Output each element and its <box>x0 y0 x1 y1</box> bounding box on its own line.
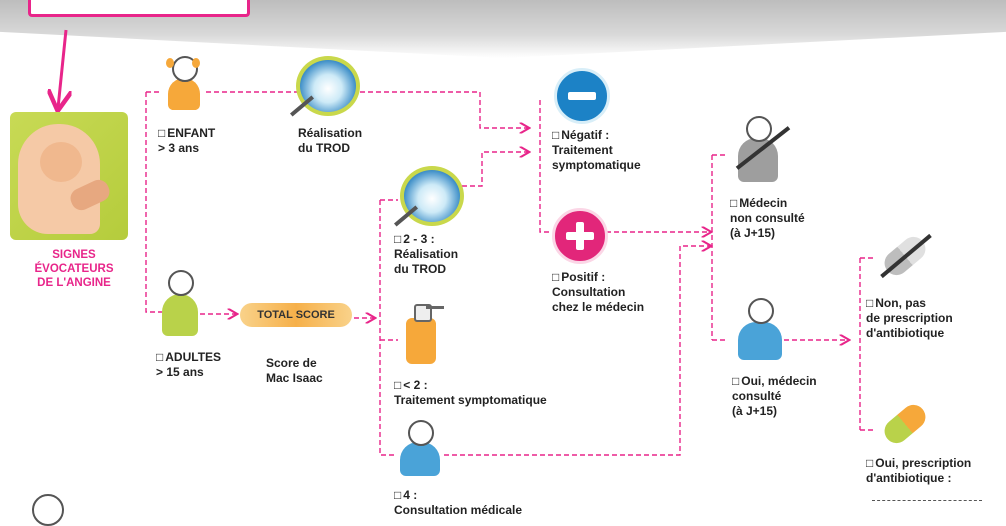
negative-line1: Négatif : <box>552 128 641 143</box>
positive-line1: Positif : <box>552 270 644 285</box>
doctor-yes-text: Oui, médecin consulté (à J+15) <box>732 374 817 419</box>
child-icon <box>164 52 204 112</box>
start-arrow <box>58 29 66 108</box>
adult-icon <box>158 266 202 338</box>
yes-antibiotic-line1: Oui, prescription <box>866 456 971 471</box>
no-antibiotic-line1: Non, pas <box>866 296 953 311</box>
doctor-no-line2: non consulté <box>730 211 805 225</box>
start-label-line2: ÉVOCATEURS <box>34 263 114 275</box>
throat-icon <box>10 112 128 240</box>
start-label-line3: DE L'ANGINE <box>37 277 111 289</box>
total-score-pill: TOTAL SCORE <box>240 303 352 327</box>
no-antibiotic-text: Non, pas de prescription d'antibiotique <box>866 296 953 341</box>
adult-line2: > 15 ans <box>156 365 204 379</box>
score-lt2-line2: Traitement symptomatique <box>394 393 547 407</box>
score23-line1: 2 - 3 : <box>394 232 458 247</box>
start-label: SIGNES ÉVOCATEURS DE L'ANGINE <box>14 248 134 290</box>
mouth-swab-icon <box>296 56 360 116</box>
score23-line3: du TROD <box>394 262 446 276</box>
doctor-no-line1: Médecin <box>730 196 805 211</box>
child-line2: > 3 ans <box>158 141 200 155</box>
positive-line3: chez le médecin <box>552 300 645 314</box>
child-trod-line1: Réalisation <box>298 126 363 140</box>
doctor-crossed-icon <box>730 110 791 186</box>
score-line1: Score de <box>266 356 317 370</box>
score4-line1: 4 : <box>394 488 522 503</box>
no-antibiotic-line3: d'antibiotique <box>866 326 945 340</box>
positive-line2: Consultation <box>552 285 626 299</box>
start-label-line1: SIGNES <box>52 249 96 261</box>
score-line2: Mac Isaac <box>266 371 323 385</box>
pill-icon <box>878 398 934 450</box>
adult-text: ADULTES > 15 ans <box>156 350 221 380</box>
yes-antibiotic-text: Oui, prescription d'antibiotique : <box>866 456 971 486</box>
score-text: Score de Mac Isaac <box>266 356 323 386</box>
positive-text: Positif : Consultation chez le médecin <box>552 270 644 315</box>
doctor-yes-line3: (à J+15) <box>732 404 778 418</box>
adult-line1: ADULTES <box>156 350 221 365</box>
negative-text: Négatif : Traitement symptomatique <box>552 128 641 173</box>
child-trod-line2: du TROD <box>298 141 350 155</box>
negative-line2: Traitement <box>552 143 613 157</box>
mouth-swab-icon <box>400 166 464 226</box>
child-trod-text: Réalisation du TROD <box>298 126 362 156</box>
spray-icon <box>400 296 452 366</box>
minus-icon <box>554 68 610 124</box>
score23-line2: Réalisation <box>394 247 459 261</box>
score23-text: 2 - 3 : Réalisation du TROD <box>394 232 458 277</box>
no-antibiotic-line2: de prescription <box>866 311 953 325</box>
doctor-icon <box>398 418 442 478</box>
yes-antibiotic-line2: d'antibiotique : <box>866 471 952 485</box>
flow-connectors <box>0 29 874 456</box>
score4-text: 4 : Consultation médicale <box>394 488 522 518</box>
doctor-yes-line1: Oui, médecin <box>732 374 816 389</box>
doctor-icon <box>736 296 784 362</box>
score-lt2-line1: < 2 : <box>394 378 547 393</box>
score-lt2-text: < 2 : Traitement symptomatique <box>394 378 547 408</box>
doctor-no-line3: (à J+15) <box>730 226 776 240</box>
header-tab <box>28 0 250 17</box>
pill-crossed-icon <box>878 230 934 282</box>
child-text: ENFANT > 3 ans <box>158 126 215 156</box>
plus-icon <box>552 208 608 264</box>
fill-in-line <box>872 500 982 501</box>
doctor-yes-line2: consulté <box>732 389 782 403</box>
doctor-no-text: Médecin non consulté (à J+15) <box>730 196 805 241</box>
child-line1: ENFANT <box>158 126 215 141</box>
circle-icon <box>32 494 64 526</box>
negative-line3: symptomatique <box>552 158 641 172</box>
